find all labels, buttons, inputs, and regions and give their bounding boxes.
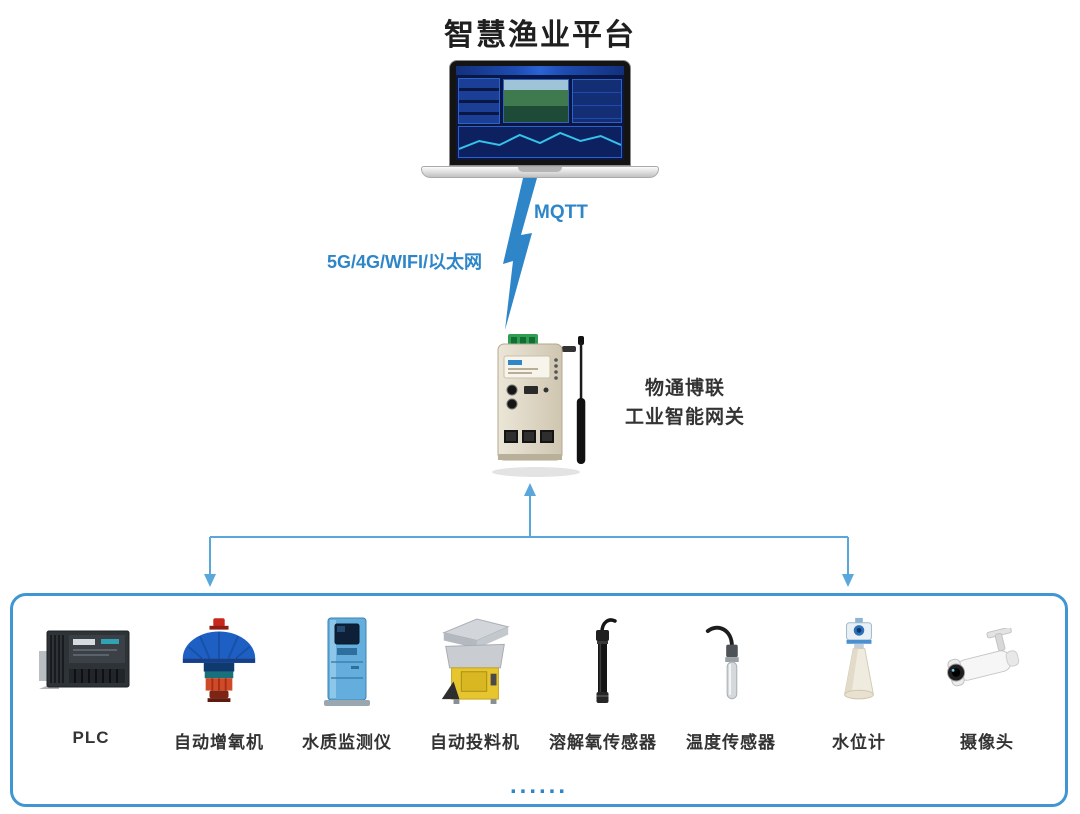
device-item-aerator: 自动增氧机 [155, 606, 283, 753]
industrial-gateway-illustration [492, 334, 586, 477]
device-label: 温度传感器 [686, 733, 776, 752]
water-quality-monitor-icon [324, 617, 370, 706]
feeder-icon [441, 618, 510, 704]
device-item-camera: 摄像头 [923, 606, 1051, 753]
dashboard-left-panels [458, 78, 500, 124]
lightning-bolt-icon [503, 178, 537, 330]
temperature-sensor-icon [705, 625, 739, 700]
device-label: 水质监测仪 [302, 733, 392, 752]
device-group-box: PLC [10, 593, 1068, 807]
connector-arrows [204, 483, 854, 587]
gateway-label-line2: 工业智能网关 [624, 407, 745, 429]
dashboard-header-bar [456, 66, 624, 75]
laptop-screen [449, 60, 631, 166]
device-item-dissolved-oxygen-sensor: 溶解氧传感器 [539, 606, 667, 753]
device-label: 摄像头 [960, 733, 1014, 752]
dashboard-right-panels [572, 79, 622, 123]
network-types-label: 5G/4G/WIFI/以太网 [326, 252, 482, 272]
dashboard-chart-panel [458, 126, 622, 158]
device-label: PLC [72, 728, 110, 747]
device-label: 自动投料机 [430, 733, 520, 752]
device-label: 水位计 [832, 733, 886, 752]
device-label: 溶解氧传感器 [549, 733, 657, 752]
page-title: 智慧渔业平台 [444, 19, 636, 52]
camera-icon [947, 628, 1020, 687]
device-icon-wrap [434, 606, 516, 718]
device-item-water-level-gauge: 水位计 [795, 606, 923, 753]
device-icon-wrap [321, 606, 373, 718]
device-icon-wrap [583, 606, 623, 718]
laptop-base [421, 166, 659, 178]
aerator-icon [182, 618, 256, 702]
dissolved-oxygen-sensor-icon [596, 618, 617, 703]
dashboard-line-chart-icon [459, 131, 621, 150]
device-icon-wrap [939, 606, 1035, 718]
gateway-label: 物通博联 工业智能网关 [600, 374, 770, 433]
device-icon-wrap [836, 606, 882, 718]
laptop-notch [518, 167, 562, 172]
plc-icon [39, 630, 130, 689]
gateway-label-line1: 物通博联 [644, 378, 725, 399]
device-item-temperature-sensor: 温度传感器 [667, 606, 795, 753]
device-item-plc: PLC [27, 606, 155, 753]
water-level-gauge-icon [844, 617, 874, 700]
device-icon-wrap [179, 606, 259, 718]
device-label: 自动增氧机 [174, 733, 264, 752]
ellipsis-more-devices: ...... [509, 772, 568, 799]
device-item-feeder: 自动投料机 [411, 606, 539, 753]
device-row: PLC [27, 606, 1051, 753]
mqtt-protocol-label: MQTT [534, 202, 588, 223]
dashboard-screenshot [456, 66, 624, 160]
device-icon-wrap [702, 606, 760, 718]
device-item-water-quality-monitor: 水质监测仪 [283, 606, 411, 753]
device-icon-wrap [39, 606, 143, 718]
dashboard-video-view [503, 79, 569, 123]
